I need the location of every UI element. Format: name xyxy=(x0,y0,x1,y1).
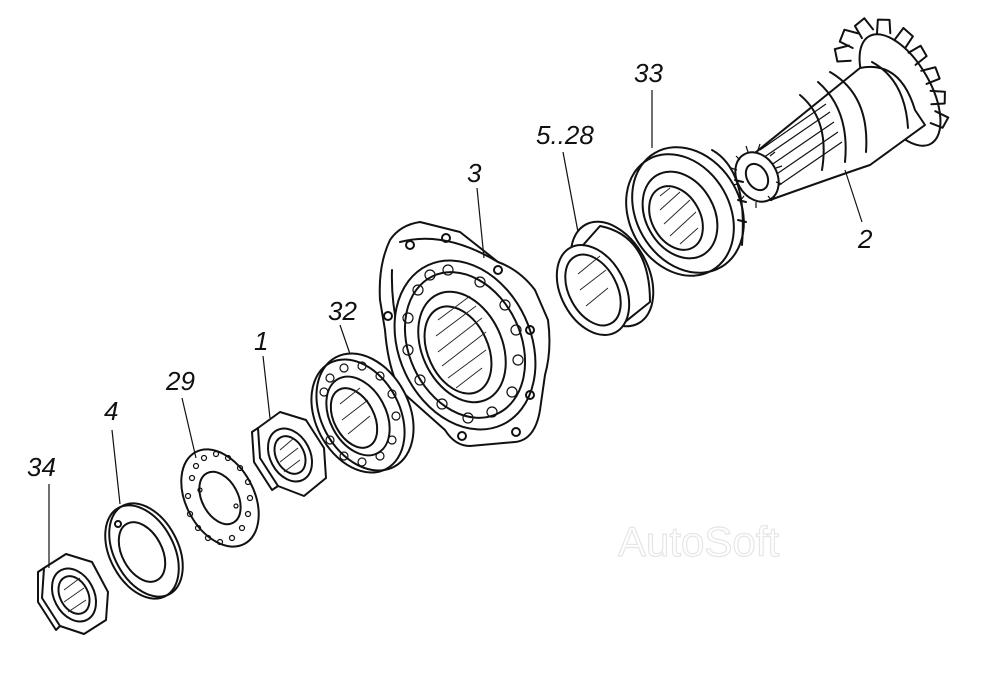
label-part-3: 3 xyxy=(467,158,482,188)
part-1-nut xyxy=(251,411,327,497)
part-2-pinion-shaft xyxy=(730,17,950,208)
label-part-33: 33 xyxy=(634,58,663,88)
label-part-5-28: 5..28 xyxy=(536,120,594,150)
watermark: AutoSoft xyxy=(618,518,779,565)
label-part-4: 4 xyxy=(104,396,118,426)
part-32-ball-bearing xyxy=(310,352,415,474)
label-part-32: 32 xyxy=(328,296,357,326)
leader-lines xyxy=(48,90,863,568)
part-34-nut xyxy=(37,553,109,635)
part-4-washer xyxy=(104,502,184,600)
label-part-29: 29 xyxy=(165,366,195,396)
part-33-bearing xyxy=(625,146,747,277)
part-5-28-ring xyxy=(555,220,655,336)
part-3-housing xyxy=(378,221,551,447)
label-part-2: 2 xyxy=(857,224,873,254)
part-29-lock-washer xyxy=(180,448,260,548)
label-part-34: 34 xyxy=(27,452,56,482)
label-part-1: 1 xyxy=(254,326,268,356)
